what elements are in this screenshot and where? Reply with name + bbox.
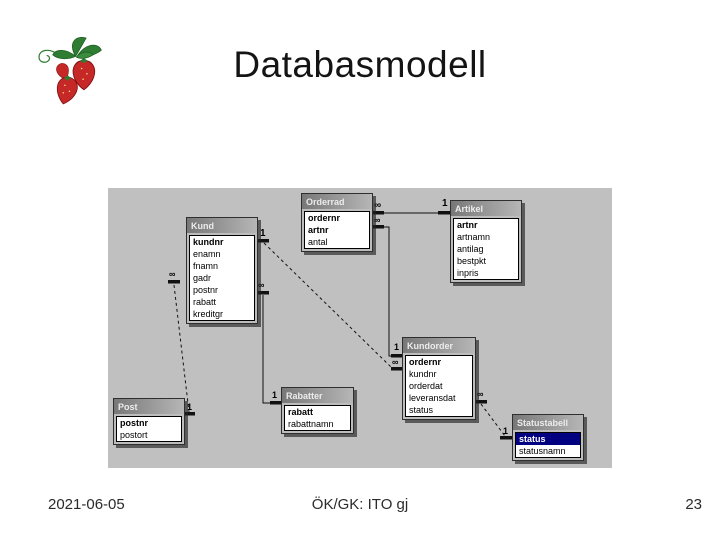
relation-kund-rabatter: ∞ 1 xyxy=(257,280,281,405)
table-field: postnr xyxy=(193,285,219,295)
table-field-selected: status xyxy=(516,433,580,445)
relation-label-many: ∞ xyxy=(258,280,265,290)
relations-layer: ∞ 1 ∞ 1 1 ∞ ∞ 1 xyxy=(168,198,512,440)
relation-kund-post: ∞ 1 xyxy=(168,269,195,416)
table-title: Rabatter xyxy=(282,388,353,403)
relation-label-one: 1 xyxy=(260,228,266,239)
table-field: rabatt xyxy=(288,407,314,417)
relation-label-many: ∞ xyxy=(374,200,381,211)
relation-orderrad-artikel: ∞ 1 xyxy=(372,198,450,215)
table-field: enamn xyxy=(193,249,221,259)
relation-label-one: 1 xyxy=(187,402,192,412)
table-field: kundnr xyxy=(409,369,437,379)
table-kundorder: Kundorder ordernr kundnr orderdat levera… xyxy=(402,337,476,420)
table-field: rabatt xyxy=(193,297,217,307)
table-title: Kund xyxy=(187,218,257,233)
table-field: antal xyxy=(308,237,328,247)
table-field: gadr xyxy=(193,273,212,283)
table-title: Artikel xyxy=(451,201,521,216)
table-field: postnr xyxy=(120,418,148,428)
table-field: kreditgr xyxy=(193,309,224,319)
relation-kund-kundorder: 1 ∞ xyxy=(257,228,402,371)
table-artikel: Artikel artnr artnamn antilag bestpkt in… xyxy=(450,200,522,283)
relation-kundorder-statustabell: ∞ 1 xyxy=(475,389,512,440)
strawberries-clipart-icon xyxy=(38,37,102,105)
relation-label-one: 1 xyxy=(272,390,277,400)
table-field: artnr xyxy=(457,220,478,230)
footer-page-number: 23 xyxy=(685,496,702,513)
table-field: bestpkt xyxy=(457,256,487,266)
relation-label-one: 1 xyxy=(394,342,399,352)
table-field: ordernr xyxy=(409,357,442,367)
table-field: fnamn xyxy=(193,261,219,271)
table-field: artnamn xyxy=(457,232,491,242)
table-field: postort xyxy=(120,430,148,440)
database-diagram-panel: ∞ 1 ∞ 1 1 ∞ ∞ 1 xyxy=(108,188,612,468)
page-title: Databasmodell xyxy=(233,44,487,85)
table-field: inpris xyxy=(457,268,479,278)
table-field: antilag xyxy=(457,244,484,254)
table-field: kundnr xyxy=(193,237,224,247)
table-field: statusnamn xyxy=(519,446,566,456)
table-field: status xyxy=(409,405,434,415)
table-field: artnr xyxy=(308,225,329,235)
footer-course-label: ÖK/GK: ITO gj xyxy=(311,496,409,513)
relation-label-many: ∞ xyxy=(169,269,176,279)
table-title: Post xyxy=(114,399,184,414)
table-title: Kundorder xyxy=(403,338,475,353)
relation-label-one: 1 xyxy=(442,198,448,209)
relation-label-many: ∞ xyxy=(477,389,484,399)
relation-orderrad-kundorder: ∞ 1 xyxy=(372,215,402,358)
footer-date: 2021-06-05 xyxy=(48,496,125,513)
table-kund: Kund kundnr enamn fnamn gadr postnr raba… xyxy=(186,217,258,324)
table-orderrad: Orderrad ordernr artnr antal xyxy=(301,193,373,252)
table-title: Orderrad xyxy=(302,194,372,209)
table-post: Post postnr postort xyxy=(113,398,185,445)
table-field: rabattnamn xyxy=(288,419,334,429)
table-field: leveransdat xyxy=(409,393,456,403)
table-rabatter: Rabatter rabatt rabattnamn xyxy=(281,387,354,434)
relation-label-many: ∞ xyxy=(392,357,399,367)
table-title: Statustabell xyxy=(513,415,583,430)
table-statustabell: Statustabell status statusnamn xyxy=(512,414,584,461)
table-field: orderdat xyxy=(409,381,443,391)
relation-label-one: 1 xyxy=(503,426,508,436)
relation-label-many: ∞ xyxy=(374,215,381,225)
table-field: ordernr xyxy=(308,213,341,223)
